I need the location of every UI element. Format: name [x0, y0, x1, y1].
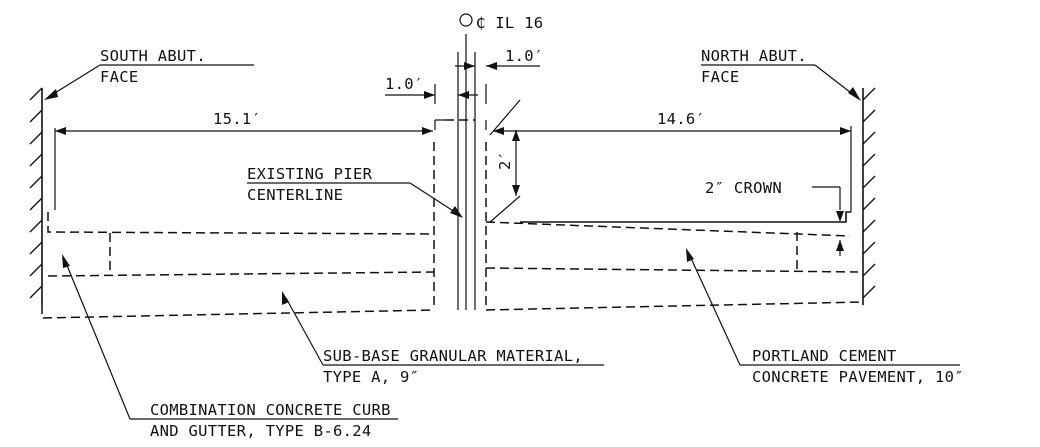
crown-leader [812, 186, 844, 256]
existing-pier-label-line1: EXISTING PIER [247, 165, 373, 183]
north-abutment-wall [862, 87, 876, 305]
crown-label: 2″ CROWN [705, 179, 782, 197]
deck-top-pier [434, 119, 487, 130]
dim-north-span-label: 14.6′ [657, 110, 705, 128]
existing-pier-label-line2: CENTERLINE [247, 186, 343, 204]
dim-right-gap [455, 62, 540, 70]
pier-gap-lines [434, 52, 487, 310]
pcc-leader [686, 248, 960, 366]
south-abutment-wall [29, 87, 43, 305]
pavement-layers-north [485, 142, 864, 311]
subbase-label-line1: SUB-BASE GRANULAR MATERIAL, [323, 347, 583, 365]
curb-label-line1: COMBINATION CONCRETE CURB [150, 401, 391, 419]
dim-left-gap-label: 1.0′ [385, 75, 424, 93]
subbase-leader [282, 291, 604, 366]
curb-leader [62, 254, 398, 420]
north-abut-label-line2: FACE [701, 68, 740, 86]
dim-south-span [54, 127, 433, 210]
subbase-label-line2: TYPE A, 9″ [323, 368, 419, 386]
south-abut-label-line1: SOUTH ABUT. [100, 47, 206, 65]
north-abut-label-line1: NORTH ABUT. [701, 47, 807, 65]
south-abut-label-line2: FACE [100, 68, 139, 86]
dim-south-span-label: 15.1′ [213, 110, 261, 128]
pcc-label-line2: CONCRETE PAVEMENT, 10″ [752, 368, 964, 386]
dim-vertical [489, 99, 521, 223]
dim-left-gap [385, 91, 478, 99]
dim-north-span [493, 126, 852, 212]
dim-right-gap-label: 1.0′ [505, 47, 544, 65]
pcc-label-line1: PORTLAND CEMENT [752, 347, 896, 365]
south-abut-leader [44, 64, 254, 100]
pavement-layers-south [41, 142, 435, 319]
curb-label-line2: AND GUTTER, TYPE B-6.24 [150, 422, 372, 440]
north-abut-leader [701, 64, 861, 101]
pavement-surface-north [520, 211, 851, 223]
centerline-marker [459, 13, 473, 310]
dim-vertical-label: 2′ [496, 151, 514, 170]
centerline-label: ₵ IL 16 [476, 14, 543, 32]
